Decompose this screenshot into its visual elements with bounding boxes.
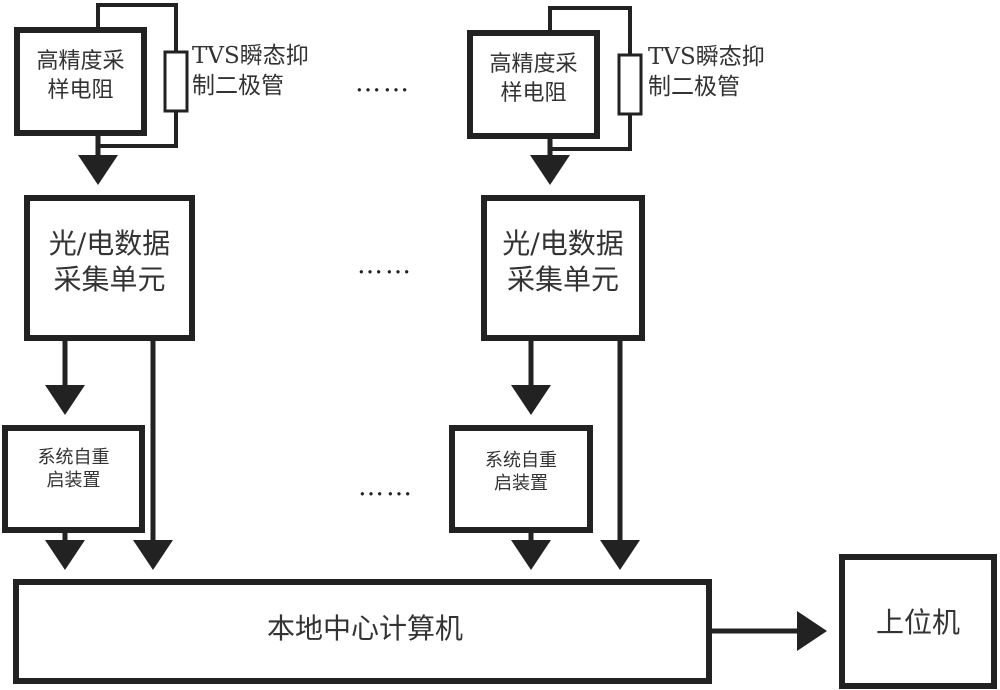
acquisition-label-2-line1: 光/电数据 [502, 227, 624, 260]
resistor-box-2 [467, 30, 600, 139]
acquisition-label-1-line1: 光/电数据 [48, 227, 171, 260]
tvs-label-2-line2: 制二极管 [648, 73, 740, 100]
ellipsis-row-1: …… [355, 68, 411, 98]
restart-label-1: 系统自重 启装置 [8, 446, 139, 493]
tvs-wire-top-2 [548, 6, 632, 55]
host-label: 上位机 [875, 606, 960, 639]
restart-box-2 [449, 425, 593, 533]
acquisition-label-1-line2: 采集单元 [53, 263, 166, 297]
resistor-label-2-line1: 高精度采 [489, 52, 578, 77]
ellipsis-row-3: …… [358, 472, 414, 502]
tvs-diode-symbol-2 [617, 53, 643, 116]
host-box [839, 554, 997, 689]
local-computer-label: 本地中心计算机 [266, 612, 463, 645]
resistor-label-1-line1: 高精度采 [36, 49, 125, 74]
acquisition-label-2: 光/电数据 采集单元 [487, 226, 639, 299]
restart-label-1-line2: 启装置 [46, 470, 101, 492]
resistor-label-2: 高精度采 样电阻 [473, 51, 594, 108]
tvs-label-1-line2: 制二极管 [192, 72, 284, 99]
resistor-box-1 [14, 27, 147, 136]
tvs-label-1-line1: TVS瞬态抑 [192, 43, 309, 69]
tvs-wire-bottom-1 [98, 111, 178, 148]
restart-label-2-line2: 启装置 [494, 473, 548, 495]
acquisition-box-2 [481, 195, 645, 341]
tvs-label-2-line1: TVS瞬态抑 [648, 44, 765, 70]
tvs-label-1: TVS瞬态抑 制二极管 [192, 42, 332, 102]
tvs-label-2: TVS瞬态抑 制二极管 [648, 43, 788, 103]
resistor-label-1-line2: 样电阻 [47, 77, 114, 103]
tvs-wire-top-1 [96, 3, 178, 52]
restart-label-1-line1: 系统自重 [37, 447, 110, 468]
ellipsis-row-2: …… [357, 250, 413, 280]
restart-label-2-line1: 系统自重 [485, 450, 557, 471]
resistor-label-2-line2: 样电阻 [500, 80, 567, 106]
channel-1 [2, 3, 195, 570]
restart-box-1 [2, 425, 145, 533]
resistor-label-1: 高精度采 样电阻 [20, 48, 141, 105]
tvs-diode-symbol-1 [163, 50, 189, 113]
tvs-wire-bottom-2 [550, 114, 632, 151]
acquisition-label-2-line2: 采集单元 [506, 263, 619, 297]
channel-2 [449, 6, 645, 570]
acquisition-label-1: 光/电数据 采集单元 [30, 226, 189, 299]
acquisition-box-1 [24, 195, 195, 341]
restart-label-2: 系统自重 启装置 [455, 449, 587, 496]
